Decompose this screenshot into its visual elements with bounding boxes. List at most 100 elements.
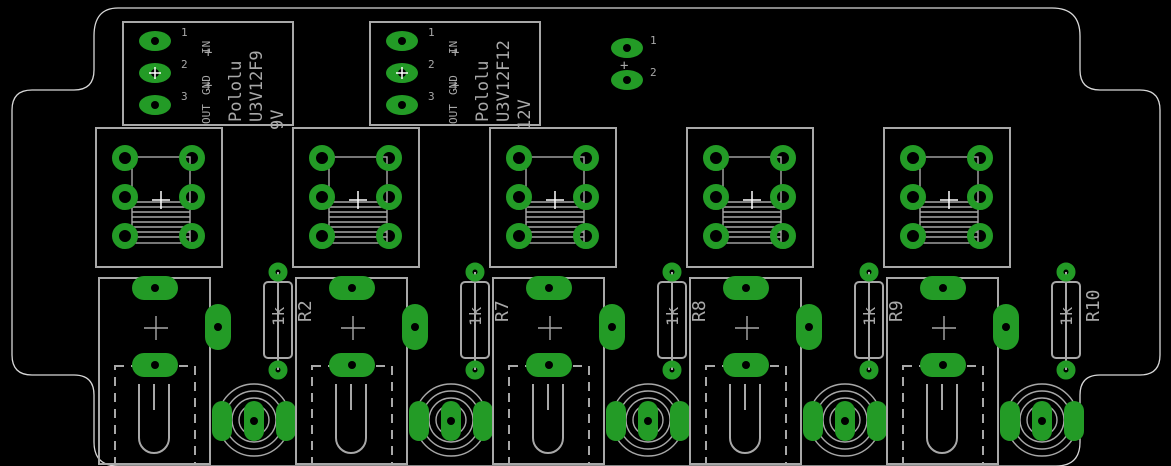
- regulator-1-pin-label-out: OUT: [200, 104, 213, 124]
- led-3: [606, 383, 690, 457]
- channel-1: 1k R2: [95, 127, 316, 465]
- switch-1-pad: [179, 223, 205, 249]
- resistor-5-designator: R10: [1083, 289, 1104, 322]
- connector-pad-1: [611, 38, 643, 58]
- power-connector: 1 2 +: [611, 34, 657, 90]
- socket-4-dashed-body: [705, 365, 787, 465]
- led-3-hole: [644, 417, 652, 425]
- regulator-1-plus-mark: +: [204, 45, 212, 61]
- regulator-2-pin-label-gnd: GND: [447, 75, 460, 95]
- socket-1-pad-bottom-hole: [151, 361, 159, 369]
- switch-2-pad: [309, 145, 335, 171]
- socket-5-dashed-body: [902, 365, 984, 465]
- socket-2-pad-side-hole: [411, 323, 419, 331]
- channel-3: 1k R8: [489, 127, 710, 465]
- regulator-1-pin-1-number: 1: [181, 26, 188, 39]
- regulator-1-voltage: 9V: [268, 110, 288, 130]
- led-1: [212, 383, 296, 457]
- resistor-2-pad-top: [465, 262, 485, 282]
- connector-pin-2-number: 2: [650, 66, 657, 79]
- resistor-4-body: [854, 281, 884, 359]
- led-4-pad-right: [867, 401, 887, 441]
- regulator-1-pin-2-number: 2: [181, 58, 188, 71]
- switch-4-pad: [770, 223, 796, 249]
- switch-1: [95, 127, 223, 268]
- resistor-1: 1k R2: [263, 262, 316, 380]
- switch-2: [292, 127, 420, 268]
- socket-2-pad-top-hole: [348, 284, 356, 292]
- socket-4: [689, 276, 822, 465]
- regulator-2-pad-1: [386, 31, 418, 51]
- regulator-1-pad-2: [139, 63, 171, 83]
- resistor-1-pad-top: [268, 262, 288, 282]
- regulator-2-pin-2-number: 2: [428, 58, 435, 71]
- board-outline: [11, 7, 1161, 466]
- switch-1-pad: [112, 223, 138, 249]
- socket-2-pad-bottom-hole: [348, 361, 356, 369]
- switch-3-pad: [506, 184, 532, 210]
- connector-pad-2: [611, 70, 643, 90]
- switch-3-outline: [489, 127, 617, 268]
- switch-5-pad: [967, 184, 993, 210]
- switch-1-outline: [95, 127, 223, 268]
- led-5-hole: [1038, 417, 1046, 425]
- resistor-4-value: 1k: [860, 306, 879, 326]
- regulator-1-pin-label-in: IN: [200, 41, 213, 54]
- switch-4-outline: [686, 127, 814, 268]
- regulator-1-pad-3: [139, 95, 171, 115]
- connector-pin-1-number: 1: [650, 34, 657, 47]
- led-3-pad-left: [606, 401, 626, 441]
- socket-2-contact: [335, 384, 367, 454]
- regulator-module-2: 1 2 3 OUT GND IN + + Pololu U3V12F12 12V: [369, 21, 541, 130]
- led-1-pad-left: [212, 401, 232, 441]
- switch-2-pad: [309, 223, 335, 249]
- switch-2-pad: [376, 223, 402, 249]
- regulator-2-part: U3V12F12: [494, 40, 514, 122]
- socket-4-pad-top-hole: [742, 284, 750, 292]
- switch-5-pad: [900, 145, 926, 171]
- regulator-2-plus-mark-2: +: [451, 78, 459, 94]
- switch-5-pad: [900, 184, 926, 210]
- resistor-2-value: 1k: [466, 306, 485, 326]
- regulator-2-plus-mark: +: [451, 45, 459, 61]
- resistor-1-designator: R2: [295, 300, 316, 322]
- switch-1-pad: [179, 145, 205, 171]
- regulator-2-name: Pololu: [473, 61, 493, 122]
- switch-1-pad: [112, 145, 138, 171]
- resistor-1-value: 1k: [269, 306, 288, 326]
- socket-2: [295, 276, 428, 465]
- switch-3: [489, 127, 617, 268]
- socket-1-dashed-body: [114, 365, 196, 465]
- switch-1-pad: [112, 184, 138, 210]
- resistor-1-body: [263, 281, 293, 359]
- switch-3-pad: [573, 223, 599, 249]
- led-4-pad-left: [803, 401, 823, 441]
- switch-5: [883, 127, 1011, 268]
- resistor-4-pad-top: [859, 262, 879, 282]
- socket-1-pad-side-hole: [214, 323, 222, 331]
- led-4: [803, 383, 887, 457]
- socket-4-pad-bottom-hole: [742, 361, 750, 369]
- regulator-1-pin-label-gnd: GND: [200, 75, 213, 95]
- socket-1: [98, 276, 231, 465]
- resistor-5-pad-bottom: [1056, 360, 1076, 380]
- socket-3-pad-bottom-hole: [545, 361, 553, 369]
- switch-5-pad: [967, 145, 993, 171]
- resistor-3-designator: R8: [689, 300, 710, 322]
- switch-3-pad: [573, 184, 599, 210]
- socket-4-pad-side-hole: [805, 323, 813, 331]
- switch-2-outline: [292, 127, 420, 268]
- resistor-5-value: 1k: [1057, 306, 1076, 326]
- switch-5-pad: [900, 223, 926, 249]
- regulator-2-voltage: 12V: [515, 99, 535, 130]
- switch-4-pad: [770, 184, 796, 210]
- resistor-3-value: 1k: [663, 306, 682, 326]
- led-5-pad-right: [1064, 401, 1084, 441]
- switch-4: [686, 127, 814, 268]
- resistor-3: 1k R8: [657, 262, 710, 380]
- led-4-hole: [841, 417, 849, 425]
